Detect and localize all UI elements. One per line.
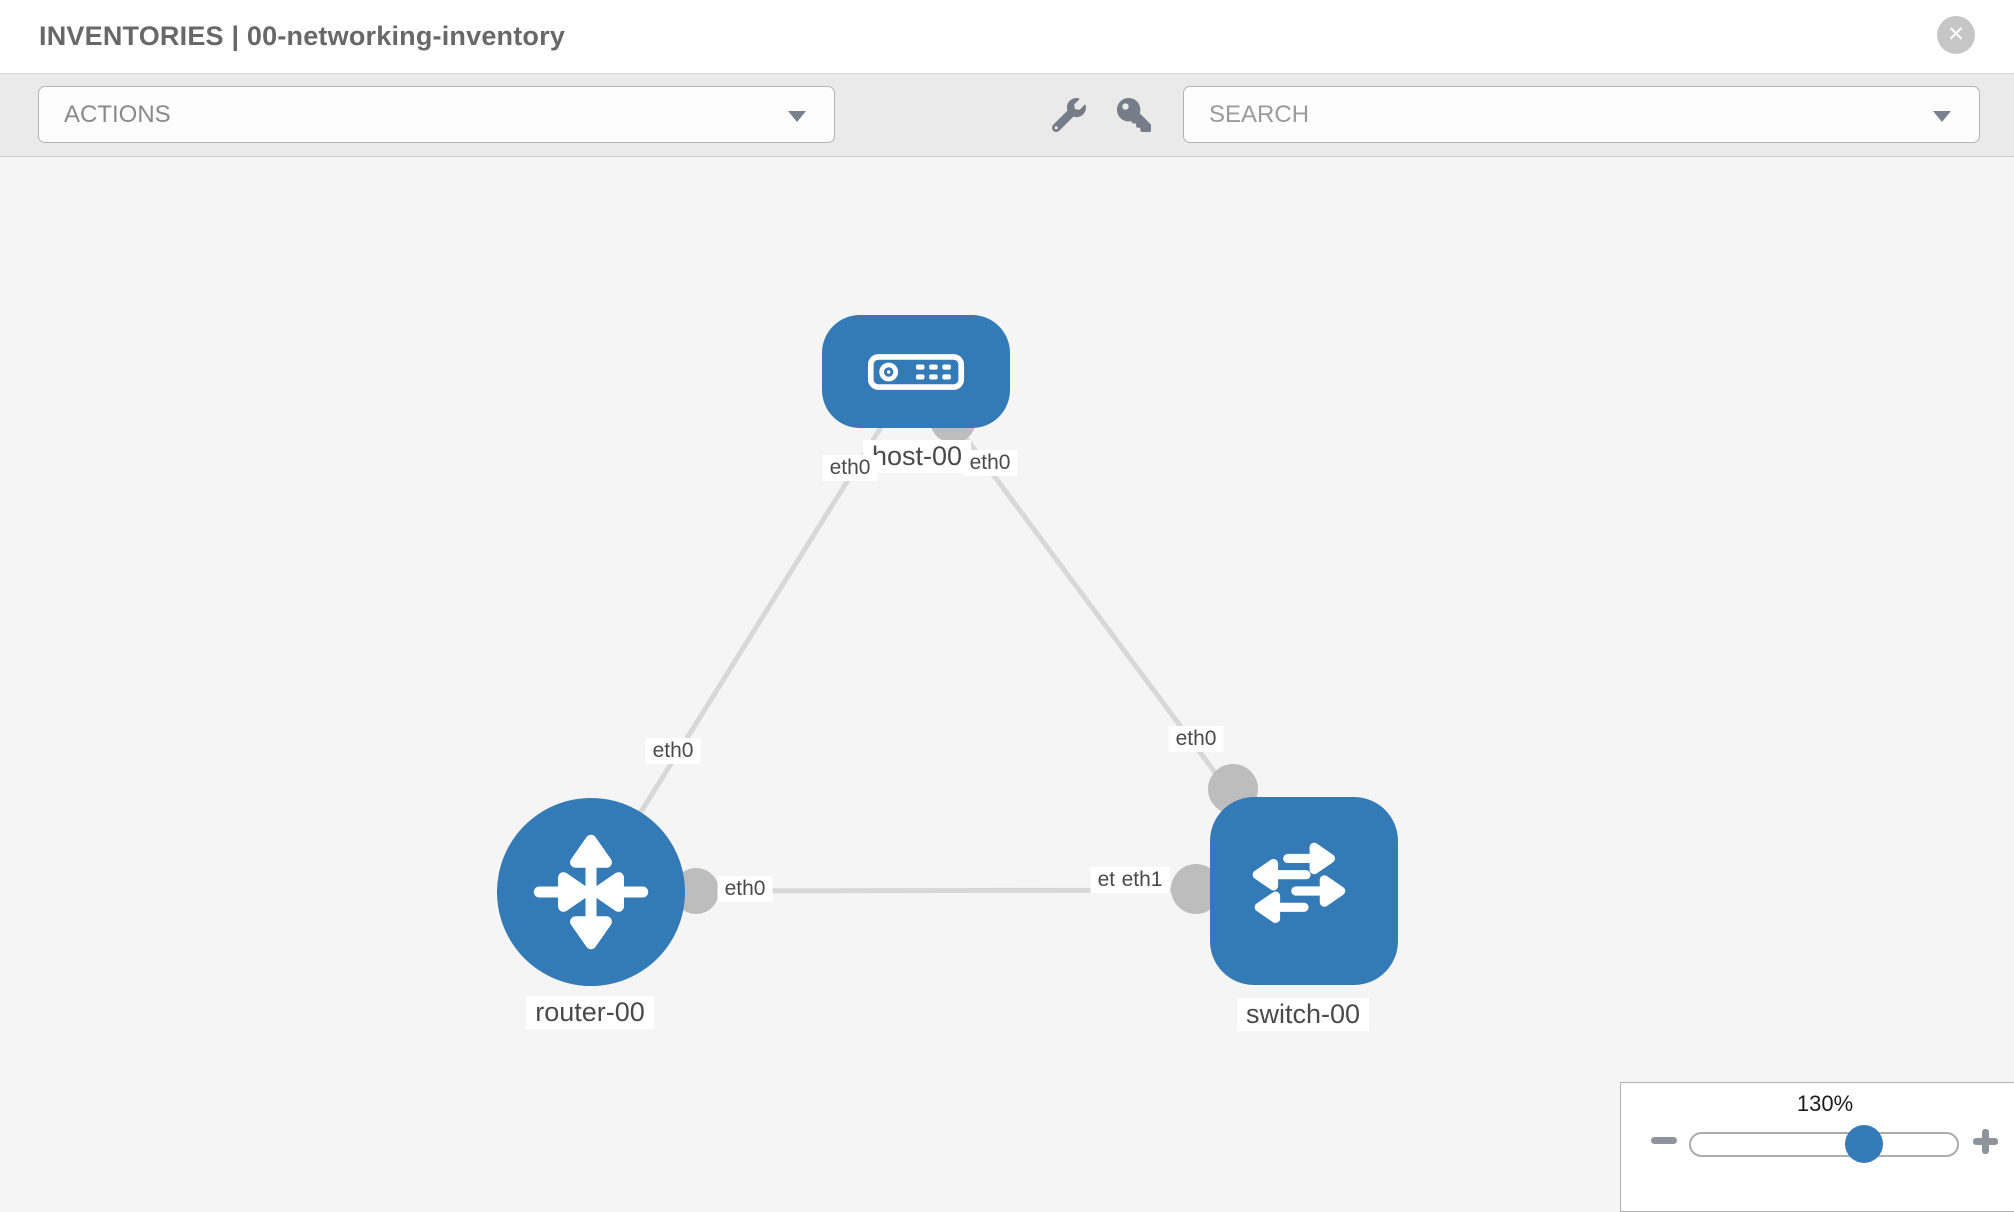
node-label-switch-00: switch-00 [1236, 998, 1370, 1031]
wrench-icon[interactable] [1051, 98, 1086, 133]
zoom-in-icon[interactable] [1973, 1129, 1998, 1154]
node-label-router-00: router-00 [526, 996, 654, 1029]
topology-canvas[interactable]: host-00 router-00 switch-00 eth0 eth0 et… [0, 158, 2014, 1200]
actions-dropdown-label: ACTIONS [64, 101, 171, 128]
port-switch-eth1 [1171, 864, 1221, 914]
router-icon [533, 834, 649, 950]
iface-label-host-right: eth0 [962, 450, 1018, 476]
search-dropdown[interactable]: SEARCH [1183, 86, 1980, 143]
chevron-down-icon [1933, 111, 1951, 122]
iface-label-router-right: eth0 [717, 876, 773, 902]
node-router-00[interactable] [497, 798, 685, 986]
zoom-control-panel: 130% [1620, 1082, 2014, 1212]
host-icon [867, 353, 965, 390]
key-icon[interactable] [1117, 98, 1151, 132]
port-router-eth0 [673, 868, 719, 914]
iface-label-switch-left-eth1: eth1 [1114, 867, 1170, 893]
key-icon-glyph [1117, 98, 1151, 132]
switch-icon [1252, 842, 1346, 924]
zoom-slider-track[interactable] [1689, 1132, 1959, 1157]
iface-label-host-left: eth0 [822, 455, 878, 481]
node-host-00[interactable] [822, 315, 1010, 428]
search-placeholder: SEARCH [1209, 101, 1310, 128]
node-label-host-00: host-00 [862, 440, 972, 473]
iface-label-router-host-link: eth0 [645, 738, 701, 764]
toolbar: ACTIONS SEARCH [0, 73, 2014, 157]
zoom-level-value: 130% [1796, 1091, 1854, 1116]
chevron-down-icon [788, 111, 806, 122]
actions-dropdown[interactable]: ACTIONS [38, 86, 835, 143]
page-title: INVENTORIES | 00-networking-inventory [39, 21, 566, 51]
node-switch-00[interactable] [1210, 797, 1398, 985]
zoom-slider-thumb[interactable] [1845, 1125, 1883, 1163]
zoom-out-icon[interactable] [1651, 1137, 1677, 1144]
topology-links-layer [588, 369, 1307, 914]
close-icon[interactable]: ✕ [1937, 16, 1975, 54]
wrench-icon-glyph [1051, 98, 1086, 133]
iface-label-switch-top: eth0 [1168, 726, 1224, 752]
panel-header: INVENTORIES | 00-networking-inventory ✕ [0, 0, 2014, 73]
